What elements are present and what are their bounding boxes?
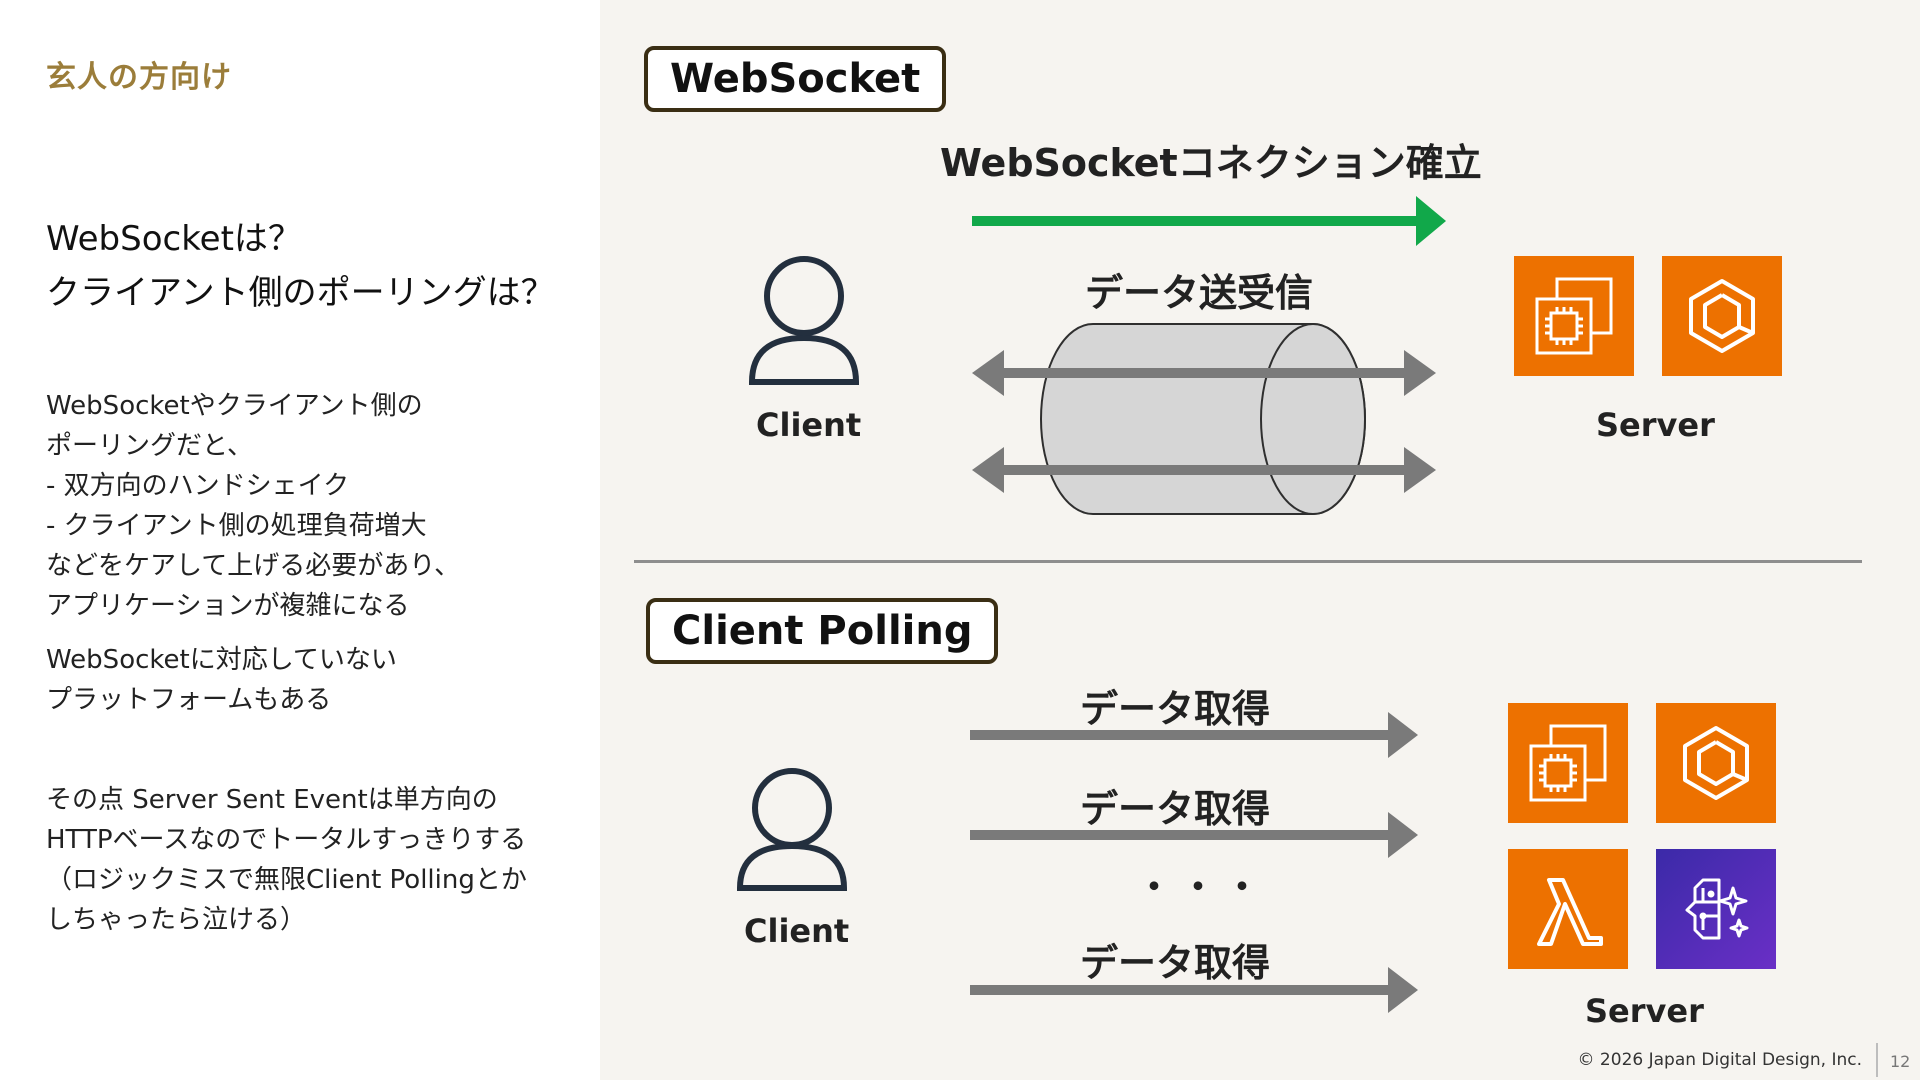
paragraph-platform: WebSocketに対応していない プラットフォームもある [46, 640, 586, 720]
bidirectional-arrow [972, 350, 1436, 396]
bidirectional-arrow [972, 447, 1436, 493]
client-label: Client [756, 406, 862, 444]
client-user-icon [748, 256, 860, 385]
paragraph-line: アプリケーションが複雑になる [46, 591, 410, 621]
question-heading: WebSocketは？ クライアント側のポーリングは？ [46, 212, 586, 320]
bedrock-icon [1656, 849, 1776, 969]
paragraph-line: その点 Server Sent Eventは単方向の [46, 785, 498, 815]
heading-line: クライアント側のポーリングは？ [46, 273, 555, 313]
paragraph-line: しちゃったら泣ける） [46, 905, 307, 935]
fetch-arrow [970, 967, 1418, 1013]
transfer-label: データ送受信 [1085, 271, 1314, 315]
client-label: Client [744, 912, 850, 950]
polling-section-title: Client Polling [646, 598, 999, 664]
fetch-label: データ取得 [1080, 941, 1271, 985]
connection-arrow [972, 196, 1446, 246]
paragraph-sse: その点 Server Sent Eventは単方向の HTTPベースなのでトータ… [46, 780, 586, 940]
fetch-arrow [970, 712, 1418, 758]
lambda-icon [1508, 849, 1628, 969]
ellipsis: ・・・ [1136, 867, 1269, 908]
paragraph-line: HTTPベースなのでトータルすっきりする [46, 825, 527, 855]
ec2-icon [1508, 703, 1628, 823]
fetch-arrow [970, 812, 1418, 858]
paragraph-line: ポーリングだと、 [46, 431, 253, 461]
left-panel: 玄人の方向け WebSocketは？ クライアント側のポーリングは？ WebSo… [0, 0, 600, 1080]
paragraph-line: - クライアント側の処理負荷増大 [46, 511, 427, 541]
server-label: Server [1596, 406, 1715, 444]
paragraph-line: WebSocketに対応していない [46, 645, 397, 675]
paragraph-line: WebSocketやクライアント側の [46, 391, 423, 421]
page-number: 12 [1890, 1052, 1911, 1071]
fetch-label: データ取得 [1080, 787, 1271, 831]
heading-line: WebSocketは？ [46, 219, 302, 259]
client-user-icon [736, 768, 848, 891]
paragraph-line: （ロジックミスで無限Client Pollingとか [46, 865, 527, 895]
ecs-icon [1662, 256, 1782, 376]
paragraph-line: - 双方向のハンドシェイク [46, 471, 350, 501]
section-divider [634, 560, 1862, 563]
ec2-icon [1514, 256, 1634, 376]
connection-label: WebSocketコネクション確立 [940, 141, 1482, 185]
footer-divider [1876, 1043, 1878, 1077]
paragraph-line: などをケアして上げる必要があり、 [46, 551, 461, 581]
audience-tag: 玄人の方向け [46, 60, 232, 95]
fetch-label: データ取得 [1080, 687, 1271, 731]
paragraph-complexity: WebSocketやクライアント側の ポーリングだと、 - 双方向のハンドシェイ… [46, 386, 586, 626]
copyright-text: © 2026 Japan Digital Design, Inc. [1577, 1050, 1862, 1070]
websocket-section-title: WebSocket [644, 46, 947, 112]
server-label: Server [1585, 992, 1704, 1030]
paragraph-line: プラットフォームもある [46, 685, 332, 715]
ecs-icon [1656, 703, 1776, 823]
websocket-tunnel [1040, 323, 1366, 515]
